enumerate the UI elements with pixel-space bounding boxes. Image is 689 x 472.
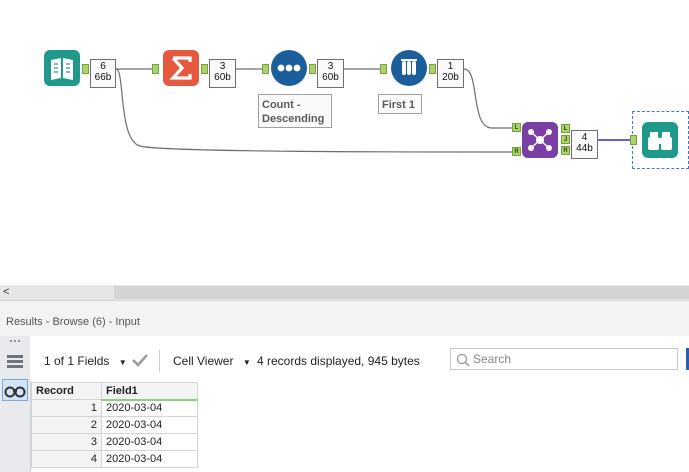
table-row[interactable]: 4 2020-03-04 [31,450,198,468]
test-tubes-icon [401,59,417,75]
search-input[interactable]: Search [450,348,678,370]
sort-tool[interactable] [271,50,307,86]
fields-label: 1 of 1 Fields [44,354,110,368]
results-header: Results - Browse (6) - Input [0,300,689,337]
book-icon [51,58,73,80]
checkmark-icon[interactable] [131,352,149,368]
search-placeholder: Search [473,352,512,366]
browse-tool[interactable] [642,122,678,158]
sigma-icon [169,56,192,80]
scroll-left-arrow-icon[interactable]: < [3,286,10,298]
record-count-value: 3 [327,61,334,72]
table-row[interactable]: 1 2020-03-04 [31,399,198,417]
summarize-output-anchor[interactable] [201,64,208,74]
sample-annotation: First 1 [378,94,422,114]
results-table: Record Field1 1 2020-03-04 2 2020-03-04 … [31,382,198,468]
column-header-record[interactable]: Record [31,382,102,400]
search-button-edge[interactable] [686,348,689,370]
chevron-down-icon: ▼ [242,358,251,367]
record-number: 2 [31,416,102,434]
cell-viewer-dropdown[interactable]: Cell Viewer ▼ [173,354,251,368]
input-record-count: 6 66b [90,59,116,88]
input-data-tool[interactable] [44,50,80,86]
record-number: 3 [31,433,102,451]
input-output-anchor[interactable] [82,64,89,74]
browse-view-button[interactable] [2,379,28,401]
toolbar-divider [159,350,160,372]
join-network-icon [528,129,552,151]
join-tool[interactable] [522,122,558,158]
results-left-sidebar [0,336,31,472]
byte-count-value: 60b [322,72,339,83]
join-left-output-anchor[interactable]: L [561,124,570,133]
byte-count-value: 20b [442,72,459,83]
join-left-input-anchor[interactable]: L [512,123,521,132]
records-status: 4 records displayed, 945 bytes [257,354,420,368]
connection-sample-join-left [463,68,512,129]
sort-dots-icon [277,64,301,72]
results-title: Results - Browse (6) - Input [6,316,140,328]
sort-input-anchor[interactable] [262,64,269,74]
summarize-record-count: 3 60b [209,59,236,88]
field1-cell[interactable]: 2020-03-04 [101,416,198,434]
list-view-icon[interactable] [6,354,24,368]
chevron-down-icon: ▼ [118,358,127,367]
binoculars-icon [648,132,672,150]
join-right-input-anchor[interactable]: R [512,147,521,156]
summarize-tool[interactable] [163,50,199,86]
grip-icon [10,340,20,344]
record-count-value: 4 [581,132,588,143]
sample-record-count: 1 20b [437,59,464,88]
connection-input-join-right [115,68,513,153]
sample-output-anchor[interactable] [429,64,436,74]
sort-output-anchor[interactable] [309,64,316,74]
binoculars-icon [4,386,26,398]
sample-tool[interactable] [391,50,427,86]
cell-viewer-label: Cell Viewer [173,354,234,368]
record-count-value: 1 [447,61,454,72]
scrollbar-thumb[interactable] [114,286,689,299]
join-right-output-anchor[interactable]: R [561,146,570,155]
field1-cell[interactable]: 2020-03-04 [101,450,198,468]
sample-input-anchor[interactable] [380,64,387,74]
byte-count-value: 44b [576,143,593,154]
search-icon [456,353,470,367]
column-header-field1[interactable]: Field1 [101,382,198,401]
record-number: 1 [31,399,102,417]
summarize-input-anchor[interactable] [152,64,159,74]
byte-count-value: 60b [214,72,231,83]
record-count-value: 6 [100,61,106,72]
join-join-output-anchor[interactable]: J [561,135,570,144]
browse-input-anchor[interactable] [630,135,637,145]
record-number: 4 [31,450,102,468]
connections-layer [115,68,630,153]
sort-record-count: 3 60b [317,59,344,88]
field1-cell[interactable]: 2020-03-04 [101,433,198,451]
join-record-count: 4 44b [571,130,598,159]
byte-count-value: 66b [94,72,112,83]
table-header-row: Record Field1 [31,382,198,401]
fields-selector[interactable]: 1 of 1 Fields ▼ [44,354,127,368]
record-count-value: 3 [219,61,226,72]
table-row[interactable]: 2 2020-03-04 [31,416,198,434]
sort-annotation: Count - Descending [258,94,332,128]
field1-cell[interactable]: 2020-03-04 [101,399,198,417]
workflow-canvas[interactable]: 6 66b 3 60b 3 60b Count - Descending [0,0,689,285]
table-row[interactable]: 3 2020-03-04 [31,433,198,451]
